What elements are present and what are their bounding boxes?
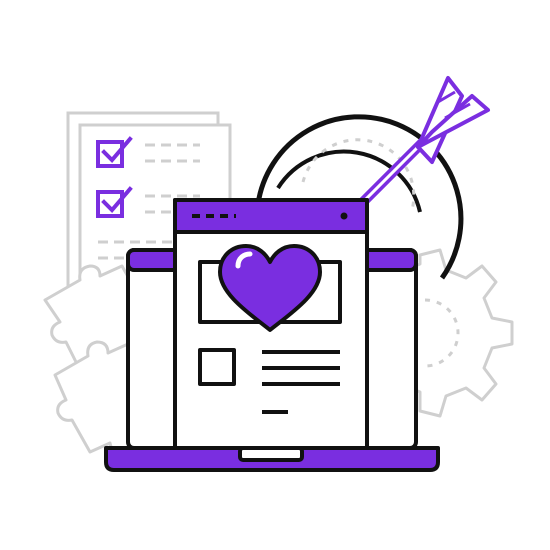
gear-inner-ring	[424, 298, 460, 368]
target-icon	[255, 114, 464, 280]
heart-highlight	[235, 251, 253, 269]
heart-icon	[218, 244, 322, 332]
browser-dot-icon	[340, 212, 348, 220]
checkbox-checked-icon	[96, 186, 133, 218]
gear-icon	[403, 248, 514, 418]
image-placeholder-icon	[198, 348, 236, 386]
arrow-fletch-line	[437, 90, 456, 104]
arrow-fletching	[416, 94, 490, 149]
target-inner-ring	[301, 138, 416, 211]
arrow-fletch-line	[444, 102, 471, 120]
target-outer-ring	[255, 114, 464, 280]
target-middle-ring	[276, 149, 422, 213]
checkbox-checked-icon	[96, 136, 133, 168]
browser-title-bar	[173, 198, 369, 234]
